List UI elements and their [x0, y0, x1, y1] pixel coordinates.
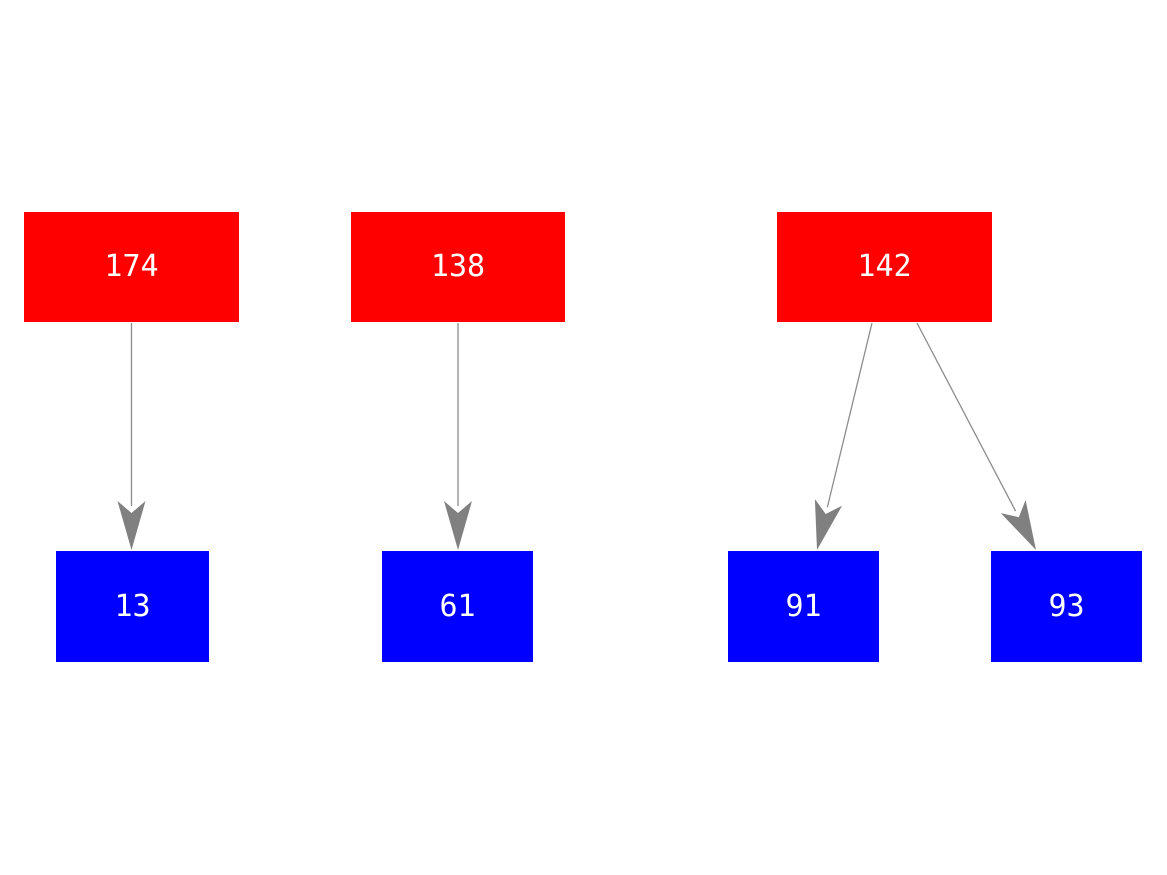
edge-line-142-91	[826, 322, 873, 508]
node-label: 93	[1048, 588, 1085, 624]
node-label: 174	[104, 249, 159, 284]
node-label: 142	[857, 249, 912, 284]
edge-line-142-93	[916, 322, 1017, 512]
arrowhead-icon-142-93	[1000, 500, 1036, 550]
arrowhead-icon-142-91	[814, 499, 843, 550]
arrowhead-icon-174-13	[117, 501, 146, 550]
node-label: 61	[439, 588, 476, 624]
node-label: 138	[430, 249, 486, 284]
node-91: 91	[728, 551, 879, 662]
node-142: 142	[777, 212, 992, 322]
node-13: 13	[56, 551, 209, 662]
node-174: 174	[24, 212, 239, 322]
node-label: 91	[785, 588, 822, 624]
node-93: 93	[991, 551, 1142, 662]
arrowhead-icon-138-61	[444, 501, 472, 550]
node-61: 61	[382, 551, 533, 662]
node-138: 138	[351, 212, 565, 322]
node-label: 13	[114, 588, 151, 624]
